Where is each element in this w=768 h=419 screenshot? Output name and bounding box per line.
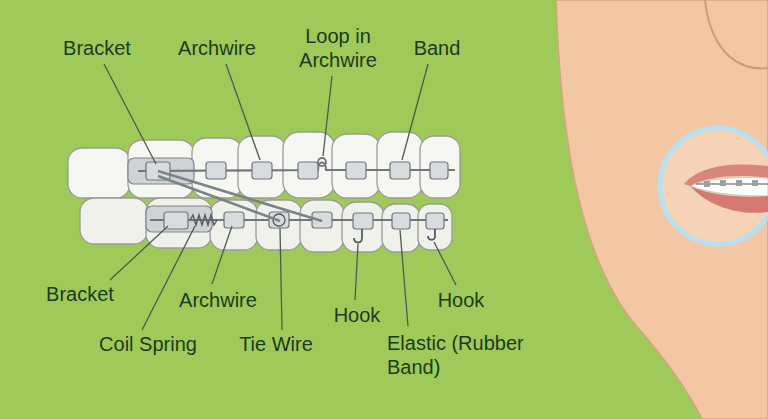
tooth bbox=[332, 134, 380, 198]
bracket bbox=[298, 162, 318, 179]
coil-spring bbox=[190, 215, 217, 225]
bracket bbox=[704, 181, 710, 187]
leader-line bbox=[110, 226, 168, 280]
leader-line bbox=[142, 226, 195, 330]
bracket bbox=[353, 213, 373, 229]
highlight-circle bbox=[660, 128, 768, 244]
upper-teeth bbox=[68, 132, 460, 198]
bracket bbox=[430, 162, 448, 179]
bracket bbox=[736, 180, 742, 186]
nose bbox=[705, 0, 768, 69]
leader-line bbox=[323, 76, 332, 156]
part-label: Coil Spring bbox=[99, 332, 197, 356]
tooth bbox=[68, 148, 130, 198]
part-label: Bracket bbox=[63, 36, 131, 60]
tooth bbox=[420, 136, 460, 198]
bracket bbox=[390, 162, 410, 179]
upper-brackets bbox=[146, 162, 448, 180]
part-label: Archwire bbox=[179, 288, 257, 312]
part-label: Hook bbox=[438, 288, 485, 312]
hook bbox=[354, 229, 362, 243]
part-label: Elastic (Rubber Band) bbox=[387, 331, 537, 380]
bracket bbox=[206, 162, 226, 179]
bracket bbox=[346, 162, 366, 179]
leader-line bbox=[402, 64, 428, 160]
hook bbox=[428, 229, 435, 240]
tooth bbox=[128, 140, 194, 198]
part-label: Tie Wire bbox=[239, 332, 313, 356]
lower-teeth bbox=[80, 198, 452, 252]
face bbox=[556, 0, 768, 419]
bracket bbox=[720, 180, 726, 186]
part-label: Hook bbox=[334, 303, 381, 327]
bracket bbox=[252, 162, 272, 179]
elastic bbox=[158, 176, 280, 221]
tooth bbox=[210, 200, 258, 250]
bracket bbox=[392, 213, 410, 229]
tooth bbox=[80, 198, 148, 244]
tooth bbox=[377, 132, 423, 198]
leader-line bbox=[280, 228, 282, 330]
part-label: Archwire bbox=[178, 36, 256, 60]
part-label: Band bbox=[414, 36, 461, 60]
upper-lip bbox=[684, 165, 768, 186]
bracket bbox=[224, 212, 244, 228]
leader-line bbox=[104, 64, 156, 164]
part-label: Loop in Archwire bbox=[288, 24, 388, 73]
part-label: Bracket bbox=[46, 282, 114, 306]
elastic bbox=[158, 171, 322, 221]
tooth bbox=[283, 132, 335, 198]
tooth bbox=[238, 136, 286, 198]
tooth bbox=[300, 200, 344, 252]
bracket bbox=[426, 213, 444, 229]
archwire-loop bbox=[318, 158, 326, 166]
leader-line bbox=[400, 230, 408, 326]
leader-line bbox=[355, 244, 358, 300]
tooth bbox=[342, 202, 384, 252]
lower-lip bbox=[690, 186, 768, 213]
leader-lines bbox=[104, 64, 456, 330]
bracket bbox=[752, 180, 758, 186]
leader-line bbox=[212, 226, 232, 284]
leader-line bbox=[434, 242, 456, 285]
visible-brackets bbox=[704, 180, 758, 187]
leader-line bbox=[226, 64, 260, 160]
